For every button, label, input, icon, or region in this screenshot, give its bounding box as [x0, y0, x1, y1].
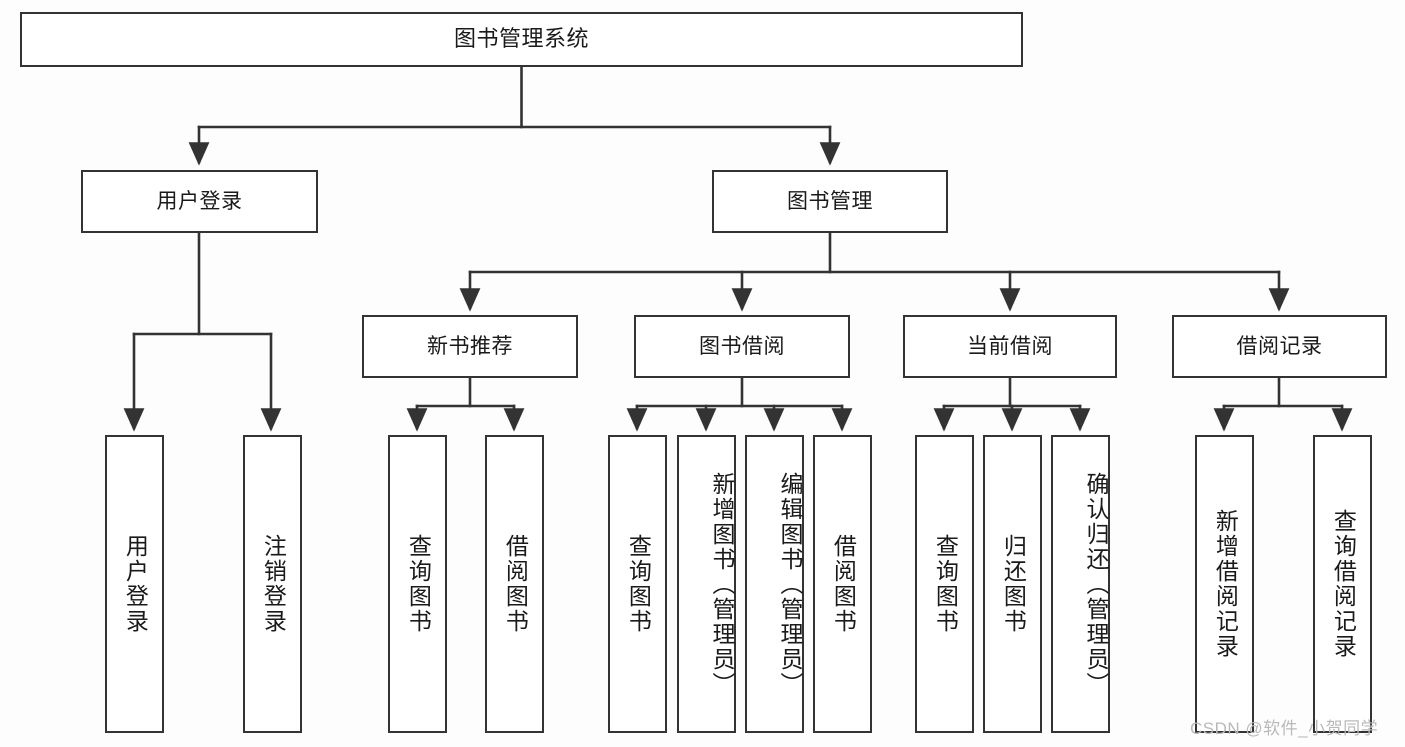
leaf-borrow-book-borrow[interactable]: 借阅图书 [813, 435, 872, 733]
node-label: 借阅记录 [1236, 334, 1323, 358]
leaf-confirm-return-admin[interactable]: 确认归还（管理员） [1051, 435, 1110, 733]
node-current-borrowing[interactable]: 当前借阅 [903, 315, 1117, 378]
leaf-edit-book-admin[interactable]: 编辑图书（管理员） [745, 435, 804, 733]
leaf-query-book-borrow[interactable]: 查询图书 [608, 435, 667, 733]
node-label: 新增图书（管理员） [709, 471, 735, 697]
leaf-user-login[interactable]: 用户登录 [105, 435, 164, 733]
leaf-query-borrow-record[interactable]: 查询借阅记录 [1313, 435, 1372, 733]
leaf-query-book-recommendation[interactable]: 查询图书 [388, 435, 447, 733]
node-label: 注销登录 [260, 534, 287, 634]
node-borrowing-record[interactable]: 借阅记录 [1172, 315, 1387, 378]
leaf-borrow-book-recommendation[interactable]: 借阅图书 [485, 435, 544, 733]
leaf-query-book-current[interactable]: 查询图书 [915, 435, 974, 733]
node-root-book-management-system[interactable]: 图书管理系统 [20, 12, 1023, 67]
node-label: 归还图书 [1000, 534, 1027, 634]
node-label: 新增借阅记录 [1212, 509, 1239, 659]
node-label: 借阅图书 [830, 534, 857, 634]
node-label: 编辑图书（管理员） [777, 471, 803, 697]
node-label: 查询借阅记录 [1330, 509, 1357, 659]
node-label: 新书推荐 [427, 334, 513, 358]
node-label: 查询图书 [932, 534, 959, 634]
node-book-borrowing[interactable]: 图书借阅 [634, 315, 850, 378]
node-label: 图书管理系统 [453, 26, 589, 52]
node-label: 图书管理 [787, 189, 873, 213]
node-label: 用户登录 [156, 189, 243, 213]
node-label: 确认归还（管理员） [1083, 471, 1109, 697]
leaf-return-book[interactable]: 归还图书 [983, 435, 1042, 733]
leaf-add-borrow-record[interactable]: 新增借阅记录 [1195, 435, 1254, 733]
node-user-login[interactable]: 用户登录 [81, 170, 318, 233]
node-label: 图书借阅 [699, 334, 785, 358]
leaf-add-book-admin[interactable]: 新增图书（管理员） [677, 435, 736, 733]
watermark: CSDN @软件_小贺同学 [1190, 719, 1379, 738]
node-label: 查询图书 [625, 534, 652, 634]
leaf-logout[interactable]: 注销登录 [243, 435, 302, 733]
node-label: 当前借阅 [967, 334, 1053, 358]
node-book-management[interactable]: 图书管理 [712, 170, 948, 233]
node-label: 查询图书 [405, 534, 432, 634]
node-label: 借阅图书 [502, 534, 529, 634]
node-new-book-recommendation[interactable]: 新书推荐 [362, 315, 578, 378]
node-label: 用户登录 [122, 534, 149, 634]
